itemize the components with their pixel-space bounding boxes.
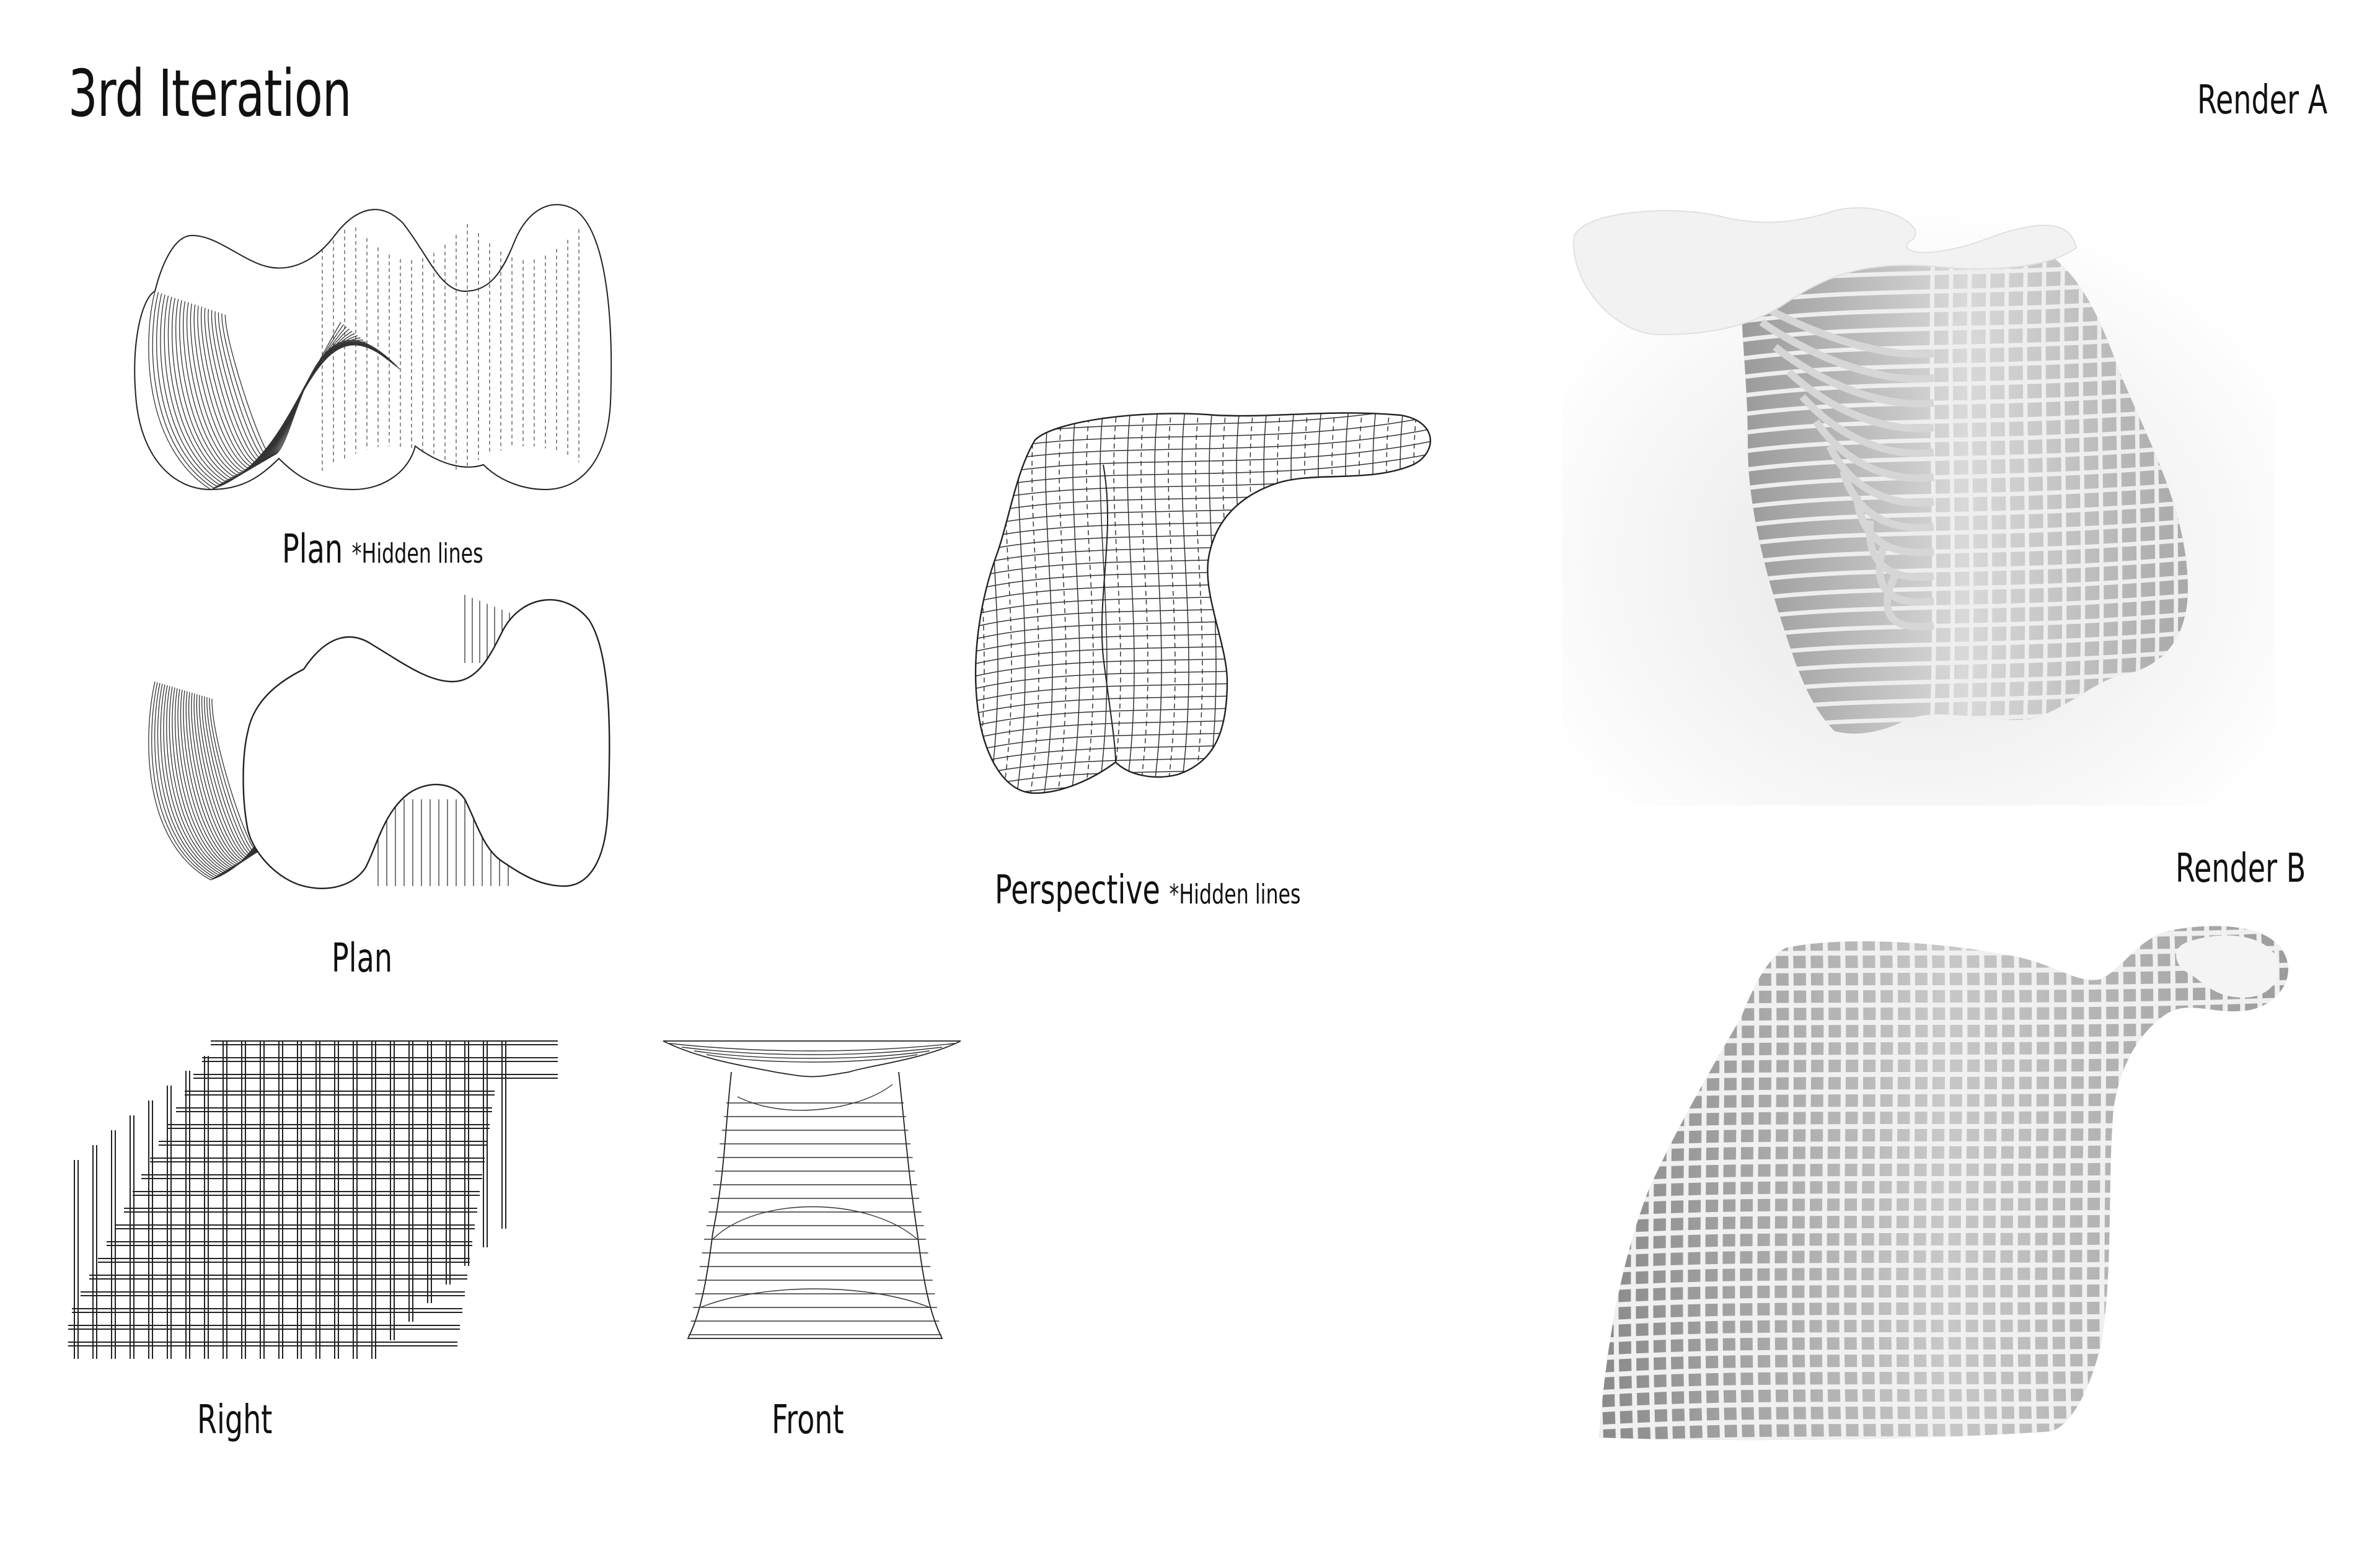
caption-perspective-hidden-note: *Hidden lines — [1169, 879, 1301, 910]
perspective-hidden-lines-drawing — [974, 412, 1432, 794]
caption-plan-hidden-main: Plan — [282, 527, 343, 573]
caption-plan: Plan — [332, 936, 393, 982]
caption-perspective-hidden-main: Perspective — [995, 867, 1160, 913]
caption-front: Front — [772, 1397, 844, 1443]
caption-right: Right — [197, 1397, 273, 1443]
render-a-image — [1562, 198, 2275, 806]
sheet-title: 3rd Iteration — [68, 56, 351, 131]
front-elevation-drawing — [663, 1040, 961, 1339]
plan-drawing — [148, 595, 610, 889]
caption-plan-hidden-note: *Hidden lines — [351, 538, 483, 569]
caption-perspective-hidden: Perspective *Hidden lines — [995, 867, 1301, 913]
render-b-image — [1599, 926, 2288, 1441]
render-b-label: Render B — [2175, 846, 2306, 892]
caption-plan-hidden: Plan *Hidden lines — [282, 527, 483, 573]
right-elevation-drawing — [68, 1040, 558, 1359]
plan-hidden-lines-drawing — [134, 204, 612, 491]
render-a-label: Render A — [2197, 77, 2328, 123]
